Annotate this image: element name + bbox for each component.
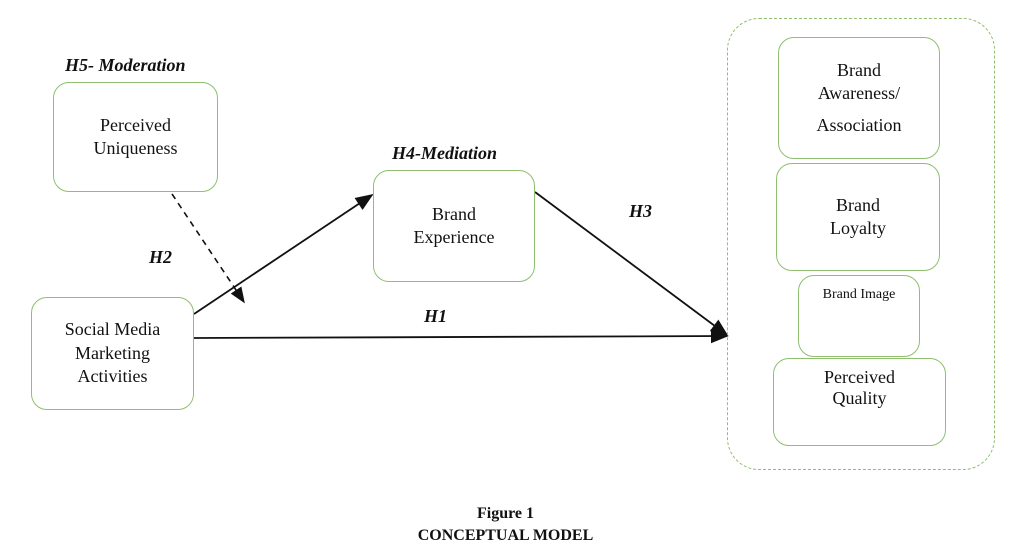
- social-media-marketing-box: Social Media Marketing Activities: [31, 297, 194, 410]
- h1-label: H1: [424, 306, 448, 326]
- h2-arrow-social-to-experience: [193, 193, 374, 315]
- h5-moderation-dashed-arrow: [171, 193, 245, 304]
- brand-image-box: Brand Image: [798, 275, 920, 357]
- figure-title: CONCEPTUAL MODEL: [417, 527, 594, 544]
- social-media-line-1: Social Media: [64, 319, 161, 340]
- brand-equity-group: [727, 18, 995, 470]
- brand-awareness-line-2: Awareness/: [817, 83, 901, 104]
- brand-experience-line-2: Experience: [413, 227, 495, 247]
- social-media-line-3: Activities: [77, 366, 148, 387]
- h3-arrow-experience-to-outcomes: [534, 191, 729, 337]
- brand-awareness-line-1: Brand: [837, 59, 881, 80]
- social-media-line-2: Marketing: [75, 342, 150, 363]
- brand-image-line-1: Brand Image: [822, 287, 896, 302]
- brand-experience-line-1: Brand: [432, 203, 476, 224]
- perceived-uniqueness-box: Perceived Uniqueness: [53, 82, 218, 192]
- figure-number: Figure 1: [476, 505, 535, 522]
- brand-loyalty-box: Brand Loyalty: [776, 163, 940, 271]
- h2-label: H2: [149, 247, 173, 267]
- perceived-uniqueness-line-1: Perceived: [100, 114, 171, 135]
- perceived-quality-box: Perceived Quality: [773, 358, 946, 446]
- h1-arrow-social-to-outcomes: [193, 328, 729, 344]
- brand-loyalty-line-1: Brand: [836, 194, 880, 215]
- brand-awareness-box: Brand Awareness/ Association: [778, 37, 940, 159]
- h3-label: H3: [629, 201, 653, 221]
- brand-awareness-line-3: Association: [816, 114, 902, 135]
- brand-loyalty-line-2: Loyalty: [830, 218, 886, 238]
- h5-moderation-label: H5- Moderation: [65, 55, 186, 75]
- perceived-quality-line-1: Perceived: [824, 367, 895, 387]
- perceived-quality-line-2: Quality: [832, 387, 887, 408]
- h4-mediation-label: H4-Mediation: [392, 143, 498, 163]
- perceived-uniqueness-line-2: Uniqueness: [93, 138, 178, 158]
- brand-experience-box: Brand Experience: [373, 170, 535, 282]
